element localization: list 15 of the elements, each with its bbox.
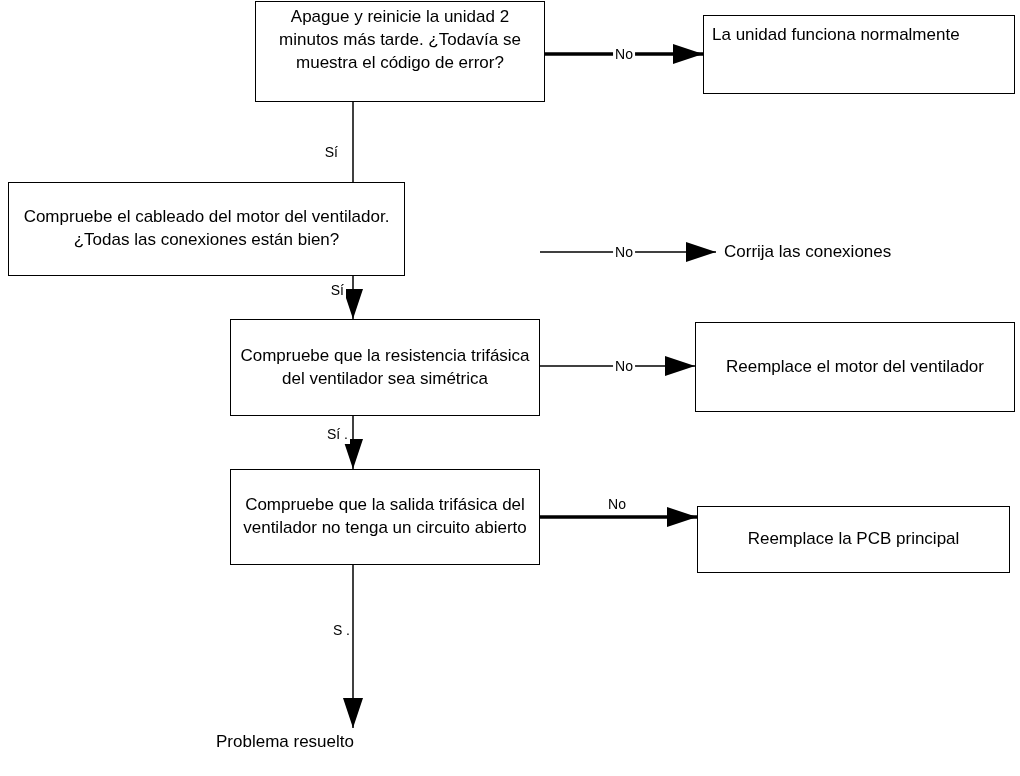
arrow [343, 564, 363, 729]
arrow [540, 507, 697, 527]
process-box: Compruebe que la salida trifásica del ventilador no tenga un circuito abierto [230, 469, 540, 565]
process-box: Compruebe el cableado del motor del ventilador. ¿Todas las conexiones están bien? [8, 182, 405, 276]
process-box: Compruebe que la resistencia trifásica del ventilador sea simétrica [230, 319, 540, 416]
process-box: Apague y reinicie la unidad 2 minutos más tarde. ¿Todavía se muestra el código de error? [255, 1, 545, 102]
terminal-text: Problema resuelto [200, 728, 370, 756]
arrow [539, 242, 717, 262]
arrow [539, 356, 696, 376]
process-box: Reemplace la PCB principal [697, 506, 1010, 573]
process-box: La unidad funciona normalmente [703, 15, 1015, 94]
arrow [343, 415, 363, 470]
process-box: Reemplace el motor del ventilador [695, 322, 1015, 412]
terminal-text: Corrija las conexiones [720, 238, 950, 266]
arrow [545, 44, 703, 64]
